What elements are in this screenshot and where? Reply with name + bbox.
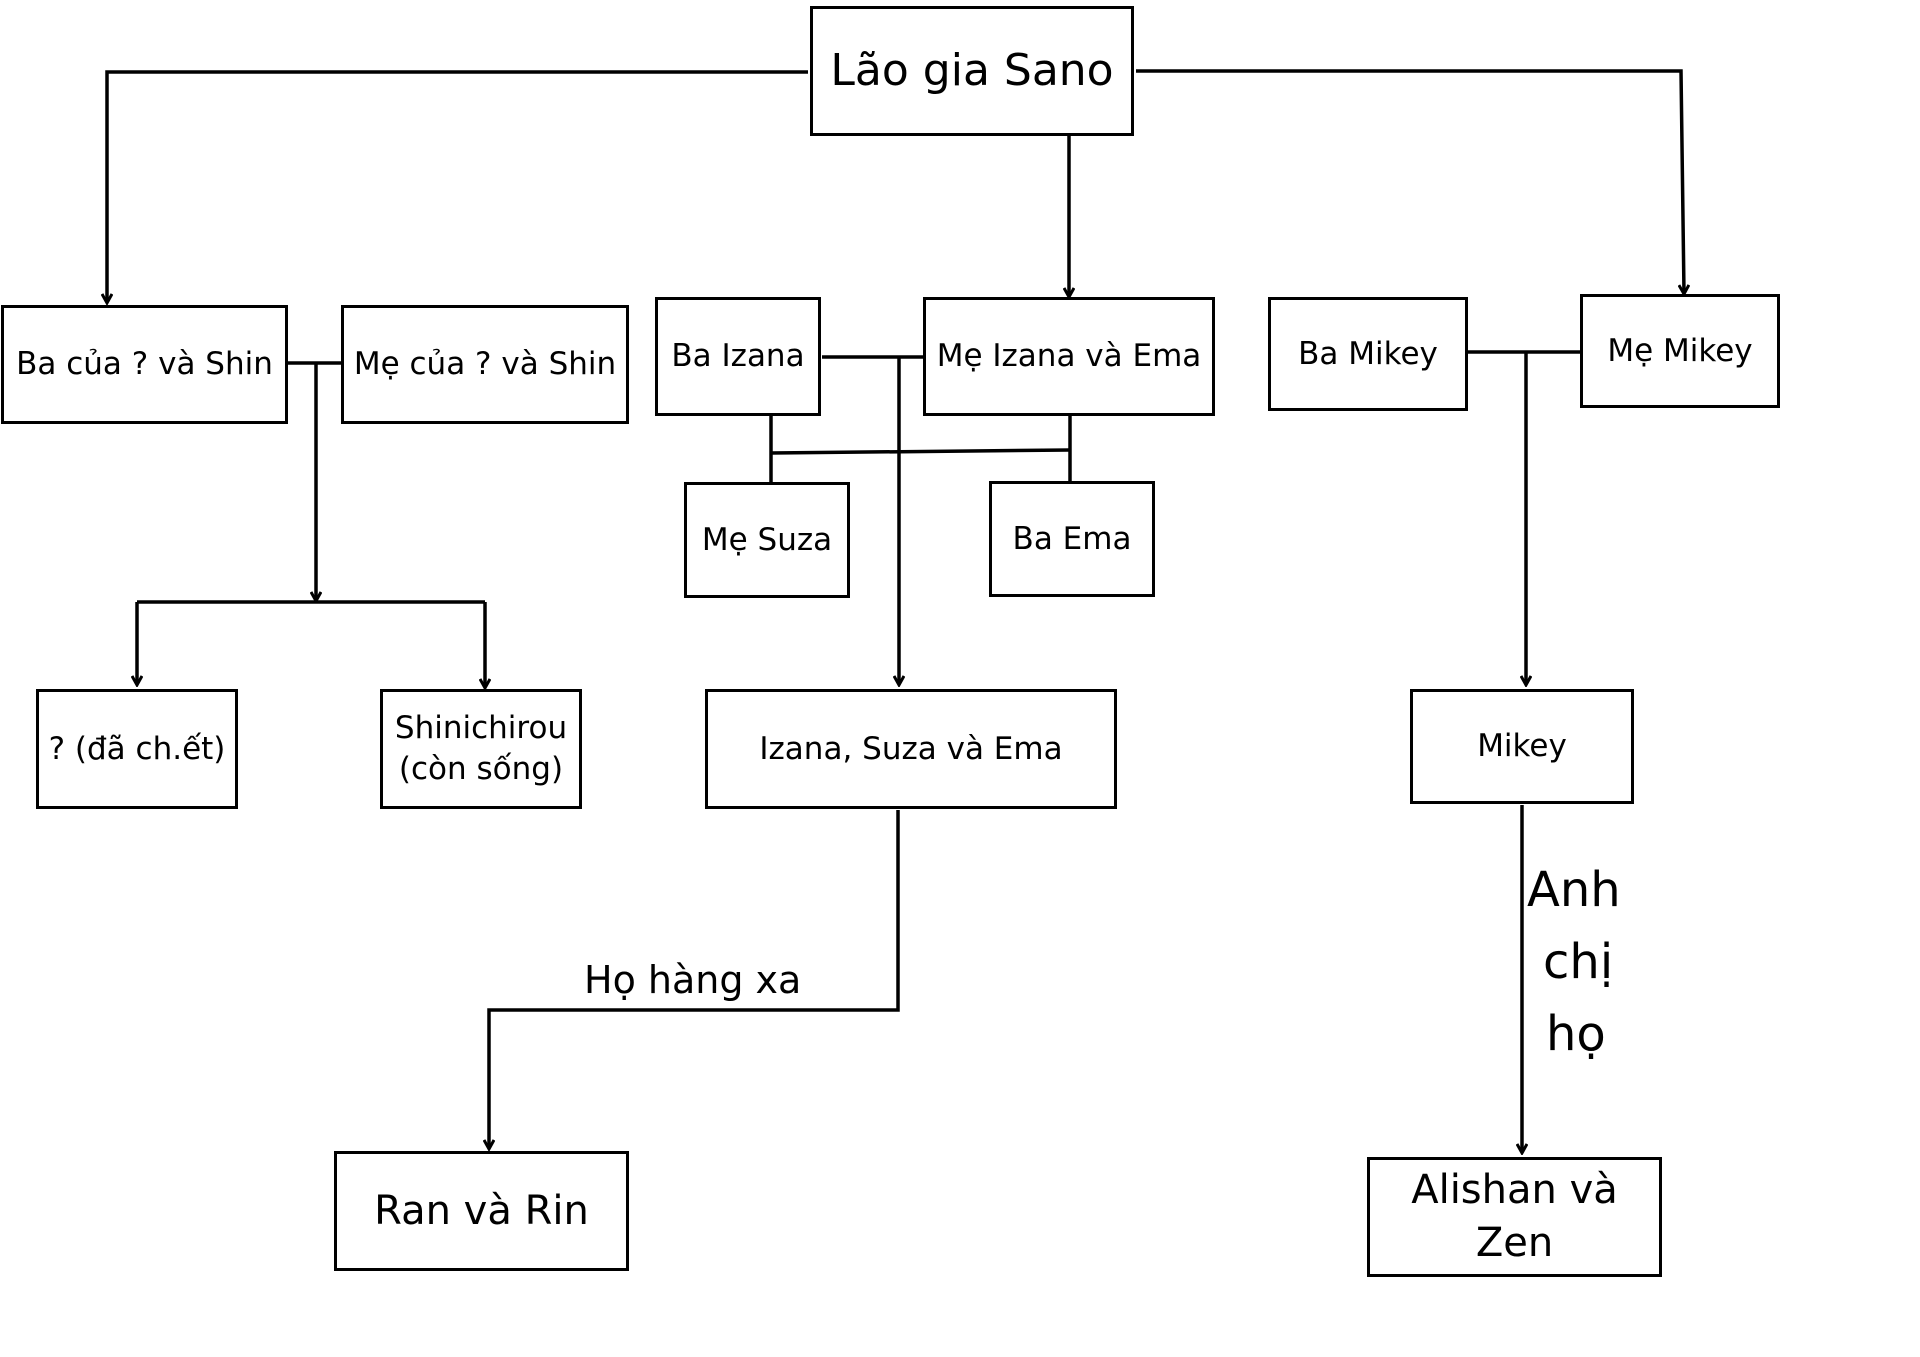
node-shin-father: Ba của ? và Shin: [1, 305, 288, 424]
edge-root-left: [107, 70, 808, 302]
node-ema-father: Ba Ema: [989, 481, 1155, 597]
node-suza-mother: Mẹ Suza: [684, 482, 850, 598]
node-mikey-mother: Mẹ Mikey: [1580, 294, 1780, 408]
label-cousins-line2: chị: [1543, 934, 1614, 990]
node-lao-gia-sano: Lão gia Sano: [810, 6, 1134, 136]
label-cousins-line3: họ: [1546, 1006, 1606, 1062]
label-cousins-line1: Anh: [1527, 862, 1621, 918]
node-mikey-father: Ba Mikey: [1268, 297, 1468, 411]
node-shin-mother: Mẹ của ? và Shin: [341, 305, 629, 424]
edge-distant-relatives: [489, 810, 900, 1148]
node-shinichirou: Shinichirou (còn sống): [380, 689, 582, 809]
node-izana-suza-ema: Izana, Suza và Ema: [705, 689, 1117, 809]
node-ran-rin: Ran và Rin: [334, 1151, 629, 1271]
node-mikey: Mikey: [1410, 689, 1634, 804]
edge-cross-bar: [770, 448, 1071, 455]
node-alishan-zen: Alishan và Zen: [1367, 1157, 1662, 1277]
edge-root-right: [1136, 69, 1684, 293]
node-dead-sibling: ? (đã ch.ết): [36, 689, 238, 809]
node-izana-ema-mother: Mẹ Izana và Ema: [923, 297, 1215, 416]
label-distant-relatives: Họ hàng xa: [584, 958, 802, 1002]
node-izana-father: Ba Izana: [655, 297, 821, 416]
